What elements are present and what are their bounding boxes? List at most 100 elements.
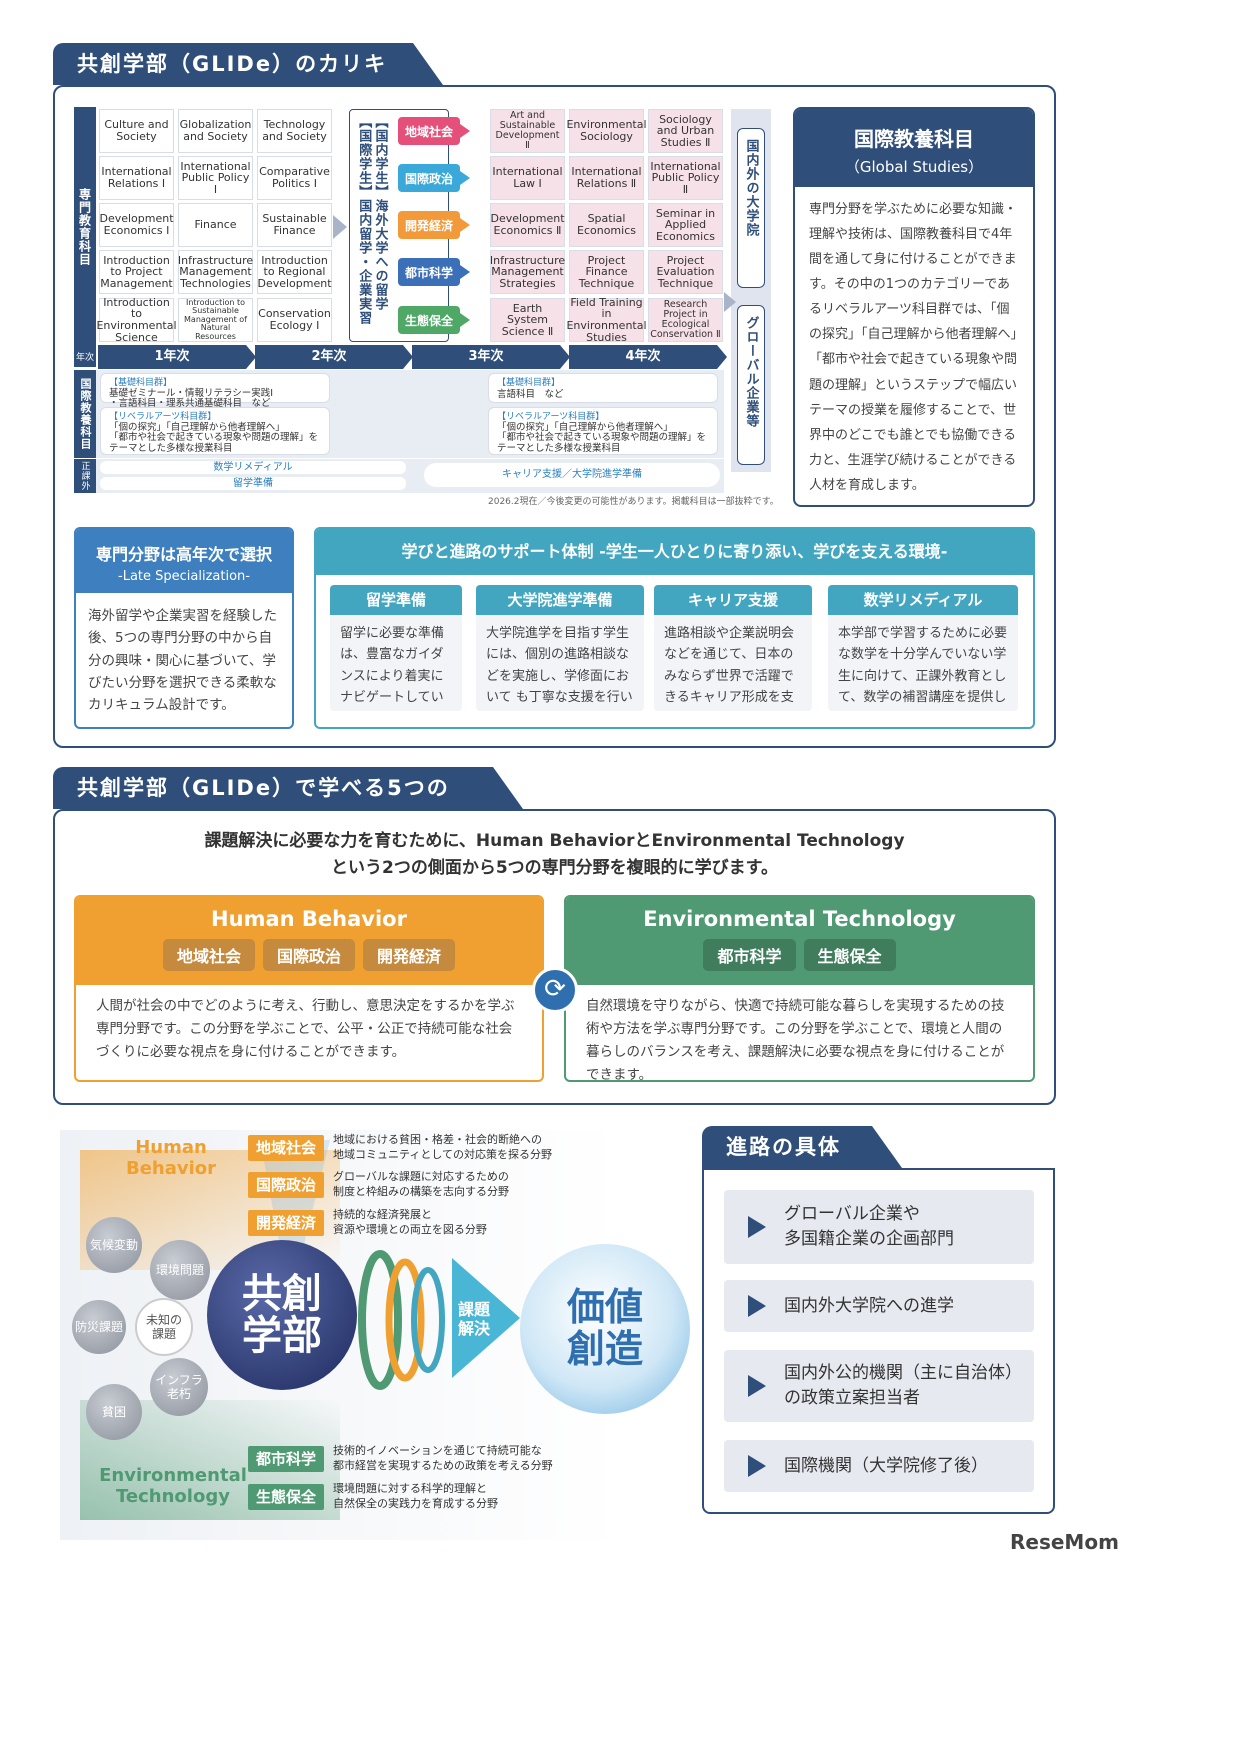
section2-lead-1: 課題解決に必要な力を育むために、Human BehaviorとEnvironme… <box>204 831 905 851</box>
support-title: 学びと進路のサポート体制 -学生一人ひとりに寄り添い、学びを支える環境- <box>316 529 1033 575</box>
course-cell: Environmental Sociology <box>566 109 647 153</box>
diagram-field-tag: 地域社会 <box>248 1135 324 1161</box>
solve-arrow <box>452 1258 520 1378</box>
issue-bubble: 貧困 <box>86 1384 142 1440</box>
field-tag: 国際政治 <box>262 939 355 971</box>
play-icon <box>748 1295 766 1317</box>
human-behavior-body: 人間が社会の中でどのように考え、行動し、意思決定をするかを学ぶ専門分野です。この… <box>96 998 515 1060</box>
global-studies-subtitle: （Global Studies） <box>844 158 984 176</box>
footnote: 2026.2現在／今後変更の可能性があります。掲載科目は一部抜粋です。 <box>488 497 779 507</box>
field-label: 生態保全 <box>398 306 460 334</box>
section2-lead-2: という2つの側面から5つの専門分野を複眼的に学びます。 <box>331 858 778 878</box>
extra-math: 数学リメディアル <box>100 461 406 474</box>
course-cell: Introduction to Project Management <box>99 250 174 294</box>
env-tech-card: Environmental Technology 都市科学生態保全 自然環境を守… <box>564 895 1035 1082</box>
course-cell: Spatial Economics <box>569 203 644 247</box>
resemom-logo: ReseMom <box>1010 1530 1119 1554</box>
cycle-icon: ⟳ <box>532 967 578 1013</box>
field-tag: 地域社会 <box>162 939 255 971</box>
field-label: 開発経済 <box>398 211 460 239</box>
section1-title: 共創学部（GLIDe）のカリキュラム <box>53 43 443 118</box>
specialized-label: 専門教育科目 <box>74 107 96 347</box>
play-icon <box>748 1216 766 1238</box>
field-tag: 開発経済 <box>363 939 456 971</box>
arrow-right-icon <box>724 292 736 312</box>
diagram-field-desc: 技術的イノベーションを通じて持続可能な 都市経営を実現するための政策を考える分野 <box>333 1444 553 1472</box>
course-cell: Globalization and Society <box>178 109 253 153</box>
support-item-body: 留学に必要な準備は、豊富なガイダンスにより着実にナビゲートしていきます。 <box>340 626 445 706</box>
diagram-field-tag: 生態保全 <box>248 1484 324 1510</box>
diagram-field-desc: グローバルな課題に対応するための 制度と枠組みの構築を志向する分野 <box>333 1170 509 1198</box>
play-icon <box>748 1455 766 1477</box>
course-cell: International Public Policy Ⅰ <box>178 156 253 200</box>
support-item-title: 数学リメディアル <box>828 585 1018 615</box>
course-cell: Earth System Science Ⅱ <box>490 298 565 342</box>
year-4: 4年次 <box>569 345 727 369</box>
course-cell: Field Training in Environmental Studies <box>566 295 647 344</box>
rings-graphic <box>358 1250 445 1390</box>
arrow-right-icon <box>333 215 347 239</box>
support-item: 大学院進学準備大学院進学を目指す学生には、個別の進路相談などを実施し、学修面にお… <box>476 585 644 711</box>
career-item: 国内外公的機関（主に自治体） の政策立案担当者 <box>724 1350 1034 1422</box>
support-item-title: キャリア支援 <box>654 585 812 615</box>
course-cell: International Relations Ⅰ <box>99 156 174 200</box>
support-item-title: 留学準備 <box>330 585 462 615</box>
issue-bubble: 気候変動 <box>86 1217 142 1273</box>
career-item-text: グローバル企業や 多国籍企業の企画部門 <box>784 1204 954 1249</box>
support-item-body: 大学院進学を目指す学生には、個別の進路相談などを実施し、学修面において も丁寧な… <box>486 626 633 706</box>
year-1: 1年次 <box>98 345 256 369</box>
course-cell: Project Finance Technique <box>569 250 644 294</box>
diagram-field-desc: 環境問題に対する科学的理解と 自然保全の実践力を育成する分野 <box>333 1482 498 1510</box>
human-behavior-card: Human Behavior 地域社会国際政治開発経済 人間が社会の中でどのよう… <box>74 895 544 1082</box>
arrow-right-icon <box>460 265 470 279</box>
support-item-body: 進路相談や企業説明会などを通じて、日本のみならず世界で活躍できるキャリア形成を支… <box>664 626 795 706</box>
arrow-right-icon <box>460 171 470 185</box>
course-cell: Introduction to Environmental Science <box>96 295 177 344</box>
course-cell: Development Economics Ⅱ <box>490 203 565 247</box>
late-spec-title: 専門分野は高年次で選択 <box>95 545 272 564</box>
career-item: 国際機関（大学院修了後） <box>724 1440 1034 1492</box>
diagram-field-desc: 地域における貧困・格差・社会的断絶への 地域コミュニティとしての対応策を探る分野 <box>333 1133 553 1161</box>
course-cell: Art and Sustainable Development Ⅱ <box>490 109 565 153</box>
extra-career: キャリア支援／大学院進学準備 <box>424 463 720 487</box>
career-item: 国内外大学院への進学 <box>724 1280 1034 1332</box>
course-cell: Sociology and Urban Studies Ⅱ <box>648 109 723 153</box>
ring-green <box>358 1250 402 1390</box>
human-tags: 地域社会国際政治開発経済 <box>76 939 542 971</box>
course-cell: Project Evaluation Technique <box>648 250 723 294</box>
career-item: グローバル企業や 多国籍企業の企画部門 <box>724 1190 1034 1264</box>
diagram-field-tag: 開発経済 <box>248 1210 324 1236</box>
center-circle: 共創 学部 <box>207 1240 357 1390</box>
field-tag: 都市科学 <box>703 939 796 971</box>
course-cell: International Public Policy Ⅱ <box>648 156 723 200</box>
support-item: 数学リメディアル本学部で学習するために必要な数学を十分学んでいない学生に向けて、… <box>828 585 1018 711</box>
global-studies-title: 国際教養科目 <box>854 127 974 151</box>
support-item-title: 大学院進学準備 <box>476 585 644 615</box>
abroad-text: 【国内学生】海外大学への留学 【国際学生】国内留学・企業実習 <box>356 115 388 325</box>
career-item-text: 国際機関（大学院修了後） <box>784 1455 988 1476</box>
value-creation-circle: 価値 創造 <box>520 1244 690 1414</box>
field-tag: 生態保全 <box>803 939 896 971</box>
diagram-human-label: Human Behavior <box>125 1137 217 1179</box>
year-label: 年次 <box>74 345 96 367</box>
course-cell: Conservation Ecology Ⅰ <box>257 298 332 342</box>
course-cell: Infrastructure Management Technologies <box>178 250 253 294</box>
careers-title: 進路の具体例 <box>702 1126 902 1201</box>
arrow-right-icon <box>460 124 470 138</box>
course-cell: Finance <box>178 203 253 247</box>
course-cell: Culture and Society <box>99 109 174 153</box>
field-label: 国際政治 <box>398 164 460 192</box>
year-3: 3年次 <box>412 345 570 369</box>
ring-orange <box>385 1258 425 1382</box>
course-cell: Comparative Politics Ⅰ <box>257 156 332 200</box>
issue-bubble: インフラ 老朽 <box>150 1358 208 1416</box>
env-tags: 都市科学生態保全 <box>566 939 1033 971</box>
late-spec-body: 海外留学や企業実習を経験した後、5つの専門分野の中から自分の興味・関心に基づいて… <box>88 608 277 714</box>
solve-label: 課題 解決 <box>458 1300 491 1339</box>
course-cell: International Relations Ⅱ <box>569 156 644 200</box>
arrow-right-icon <box>460 218 470 232</box>
play-icon <box>748 1375 766 1397</box>
year-2: 2年次 <box>255 345 413 369</box>
arrow-right-icon <box>460 313 470 327</box>
